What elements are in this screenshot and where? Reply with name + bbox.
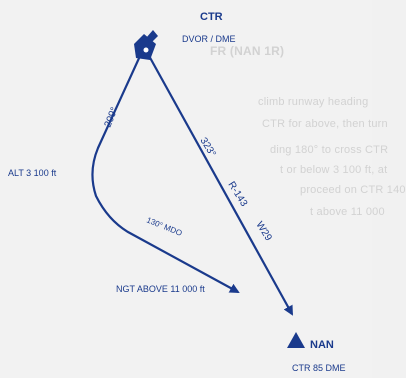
dvor-dme-icon xyxy=(134,30,158,60)
radial-209-label: 209° xyxy=(103,106,121,129)
bg-title: FR (NAN 1R) xyxy=(210,44,285,58)
radial-track-323 xyxy=(147,53,293,316)
bg-line-6: t above 11 000 xyxy=(310,206,385,218)
outbound-track-209 xyxy=(91,55,240,293)
altitude-label: ALT 3 100 ft xyxy=(8,168,57,178)
fix-dme: CTR 85 DME xyxy=(292,363,346,373)
bg-line-4: t or below 3 100 ft, at xyxy=(280,164,388,176)
turn-label: 130° MDO xyxy=(145,216,183,238)
radial-r143-label: R-143 xyxy=(225,180,249,209)
nan-fix-icon xyxy=(287,332,305,348)
radial-w29-label: W29 xyxy=(253,220,273,244)
fix-name: NAN xyxy=(310,339,334,351)
restriction-label: NGT ABOVE 11 000 ft xyxy=(116,284,205,294)
bg-line-5: proceed on CTR 140 xyxy=(300,184,406,196)
departure-diagram: CTR DVOR / DME 209° 323° ALT 3 100 ft 13… xyxy=(8,11,346,373)
bg-line-1: climb runway heading xyxy=(258,96,369,108)
station-name: CTR xyxy=(200,11,223,23)
bg-line-2: CTR for above, then turn xyxy=(262,118,388,130)
bg-line-3: ding 180° to cross CTR xyxy=(270,144,389,156)
chart-stage: FR (NAN 1R) climb runway heading CTR for… xyxy=(8,11,406,373)
station-type: DVOR / DME xyxy=(182,34,236,44)
